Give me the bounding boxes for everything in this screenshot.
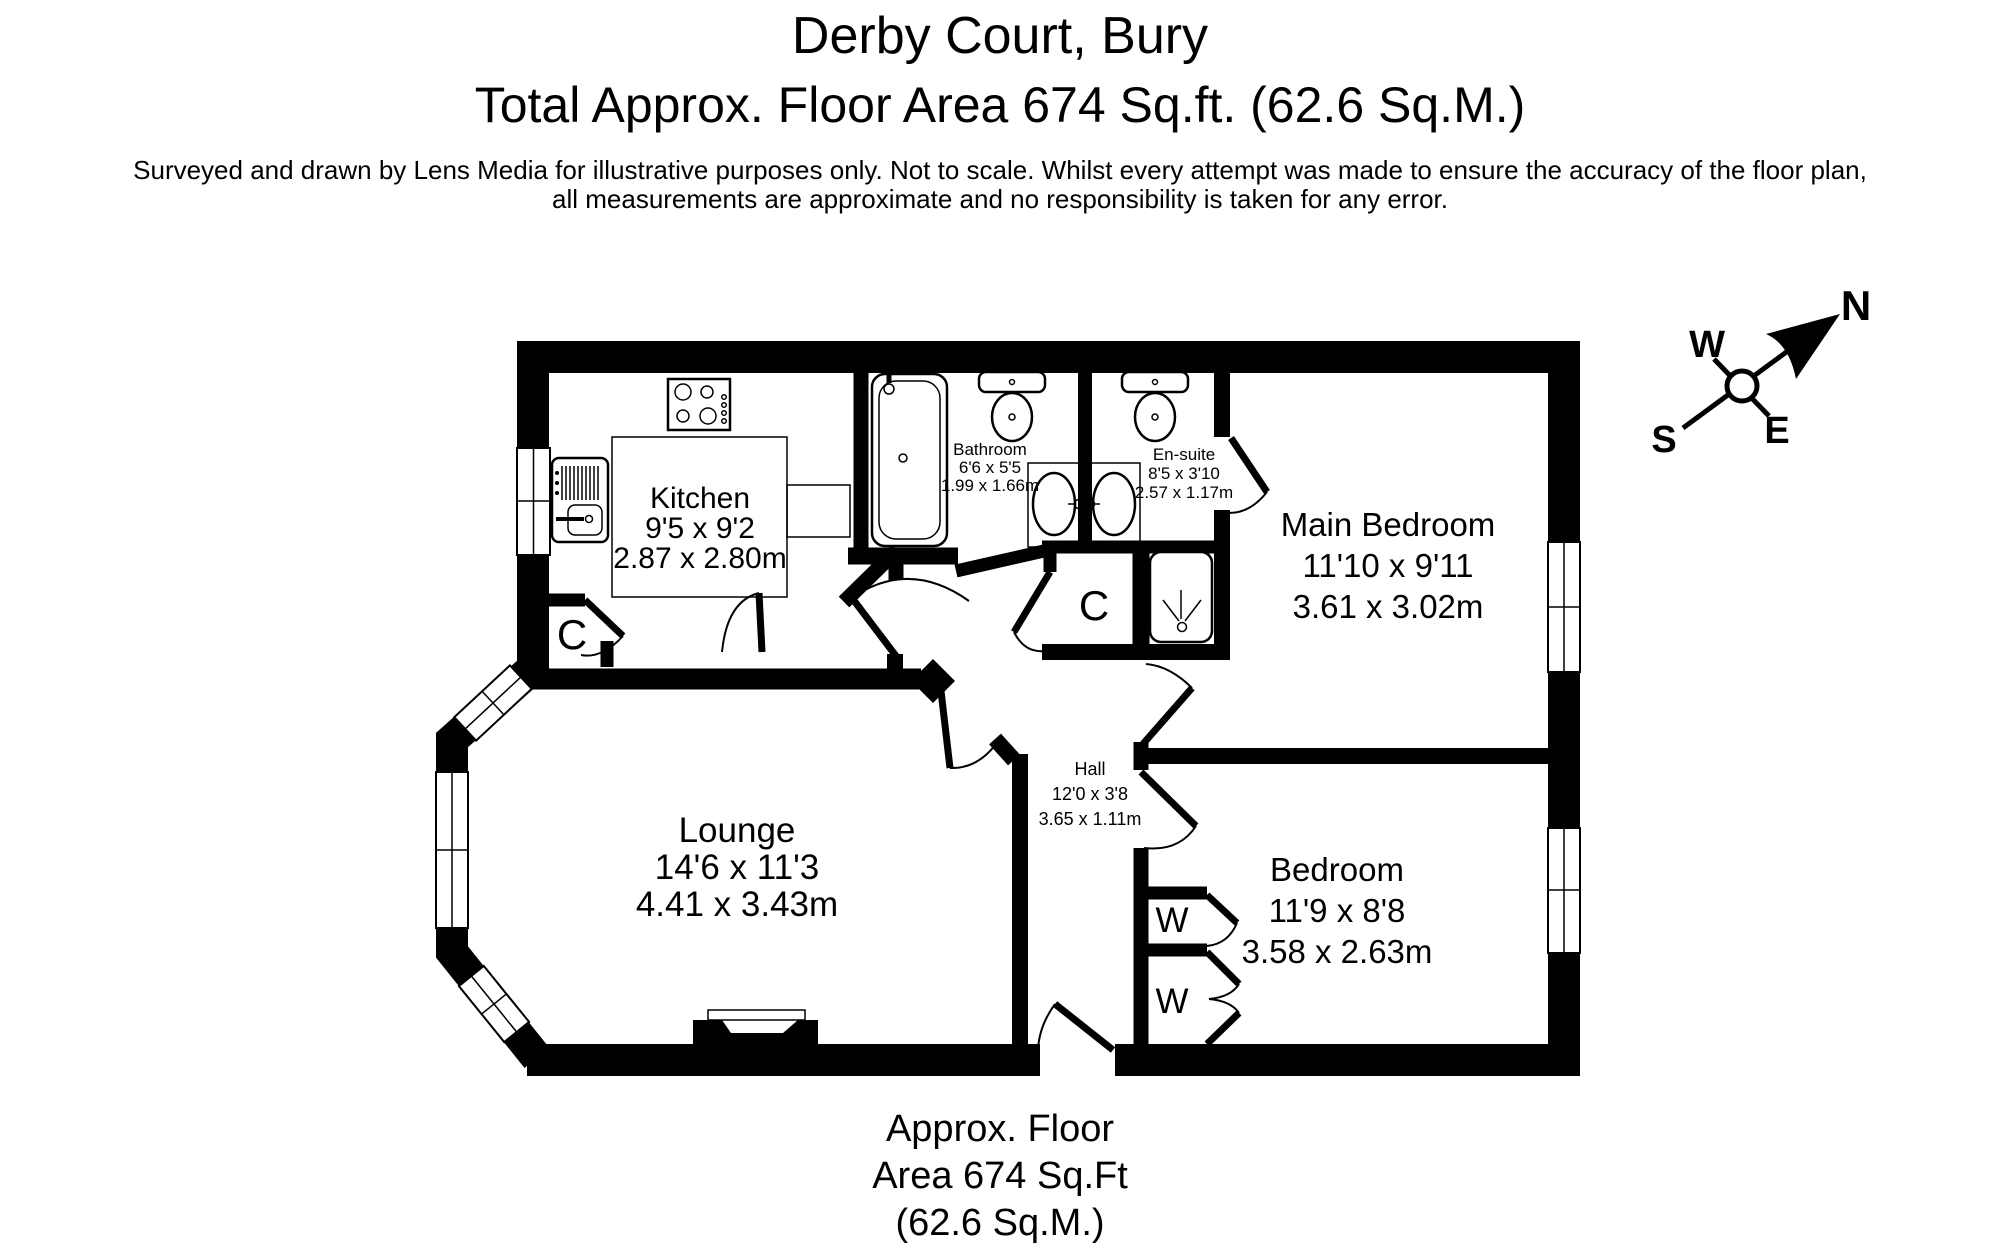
room-dims-m: 3.58 x 2.63m [1242,933,1433,970]
cupboard-label-kitchen: C [557,611,587,658]
basin-icon-ensuite [1091,471,1137,537]
room-name: Lounge [679,811,796,850]
floor-plan: Kitchen 9'5 x 9'2 2.87 x 2.80m Bathroom … [435,282,1871,1076]
cupboard-door [1010,570,1054,653]
main-bedroom-door [1140,663,1195,747]
kitchen-counter [611,436,851,598]
wall-hall-left-chamfer [989,733,1020,766]
room-dims-ft: 6'6 x 5'5 [959,458,1021,477]
toilet-icon-bathroom [977,370,1047,443]
fireplace-icon [693,1009,818,1048]
wardrobe-door-2 [1204,949,1242,1047]
disclaimer-line-1: Surveyed and drawn by Lens Media for ill… [133,155,1867,185]
room-label-bedroom: Bedroom 11'9 x 8'8 3.58 x 2.63m [1242,851,1433,970]
room-name: Hall [1074,759,1105,779]
compass-n: N [1841,282,1871,329]
room-label-main-bedroom: Main Bedroom 11'10 x 9'11 3.61 x 3.02m [1281,506,1496,625]
room-dims-ft: 11'10 x 9'11 [1302,547,1473,584]
disclaimer: Surveyed and drawn by Lens Media for ill… [0,156,2000,214]
bedroom-door [1138,769,1199,850]
room-dims-ft: 12'0 x 3'8 [1052,784,1128,804]
room-label-bathroom: Bathroom 6'6 x 5'5 1.99 x 1.66m [941,440,1039,495]
room-label-lounge: Lounge 14'6 x 11'3 4.41 x 3.43m [636,811,838,924]
room-dims-ft: 8'5 x 3'10 [1148,464,1220,483]
room-dims-m: 2.57 x 1.17m [1135,483,1233,502]
room-label-hall: Hall 12'0 x 3'8 3.65 x 1.11m [1039,759,1142,829]
kitchen-cupboard-door [580,597,626,657]
compass: N W S E [1651,282,1871,461]
walls [436,341,1580,1076]
bathroom-door [846,578,970,659]
room-dims-m: 4.41 x 3.43m [636,885,838,924]
wardrobe-door-1 [1204,892,1240,947]
compass-hub [1724,368,1760,404]
bedroom-window [1547,827,1581,954]
room-name: Bathroom [953,440,1027,459]
footer-area: Approx. Floor Area 674 Sq.Ft (62.6 Sq.M.… [0,1106,2000,1247]
room-dims-ft: 14'6 x 11'3 [655,848,820,887]
wall-lounge-stub [887,654,903,669]
plan-title: Derby Court, Bury [791,7,1209,65]
compass-w: W [1689,324,1725,366]
room-dims-m: 3.61 x 3.02m [1293,588,1484,625]
room-label-kitchen: Kitchen 9'5 x 9'2 2.87 x 2.80m [613,482,786,575]
doors [580,436,1270,1053]
room-dims-ft: 11'9 x 8'8 [1269,892,1406,929]
room-name: En-suite [1153,445,1215,464]
kitchen-door [721,592,766,653]
basin-vanity [1027,462,1141,548]
fixtures [550,370,1214,1048]
entrance-door [1037,1001,1116,1053]
wardrobe-label-2: W [1155,982,1188,1021]
room-dims-m: 1.99 x 1.66m [941,476,1039,495]
footer-line-2: Area 674 Sq.Ft [872,1155,1128,1197]
cupboard-label-hall: C [1079,582,1109,629]
compass-s: S [1651,419,1676,461]
hob-icon [666,377,732,432]
bay-window-bottom [457,964,531,1044]
room-label-ensuite: En-suite 8'5 x 3'10 2.57 x 1.17m [1135,445,1233,502]
main-bedroom-window [1547,541,1581,673]
kitchen-window [516,447,551,556]
footer-line-1: Approx. Floor [885,1108,1115,1150]
lounge-door [937,690,997,770]
bay-window-middle [435,771,469,929]
footer-line-3: (62.6 Sq.M.) [895,1202,1105,1244]
wardrobe-label-1: W [1155,901,1188,940]
room-dims-m: 2.87 x 2.80m [613,542,786,575]
room-dims-ft: 9'5 x 9'2 [645,512,755,545]
north-arrow-icon [1766,314,1840,379]
wall-junction-diamond [911,659,955,703]
plan-subtitle: Total Approx. Floor Area 674 Sq.ft. (62.… [474,77,1526,133]
room-name: Kitchen [650,482,750,515]
bathtub-icon [870,372,949,548]
compass-e: E [1764,410,1789,452]
bay-window-top [452,663,534,743]
room-labels: Kitchen 9'5 x 9'2 2.87 x 2.80m Bathroom … [557,440,1495,1021]
windows [435,447,1581,1044]
room-dims-m: 3.65 x 1.11m [1039,809,1142,829]
wall-hall-diagonal [954,544,1046,578]
shower-icon [1148,550,1214,644]
room-name: Main Bedroom [1281,506,1496,543]
ensuite-door [1221,436,1270,514]
toilet-icon-ensuite [1120,370,1190,443]
outer-wall [517,341,1580,1076]
disclaimer-line-2: all measurements are approximate and no … [552,184,1448,214]
room-name: Bedroom [1270,851,1404,888]
kitchen-sink-icon [550,456,610,544]
